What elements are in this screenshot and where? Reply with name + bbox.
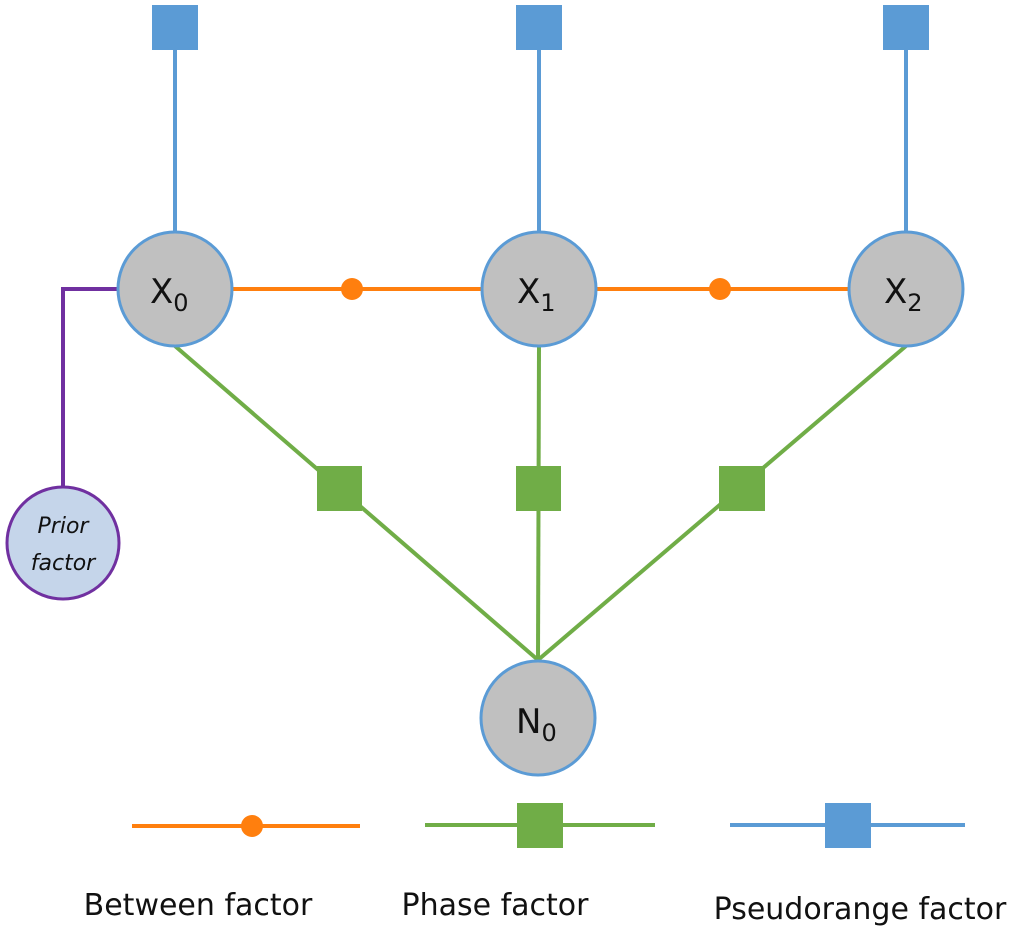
between-factor-x0-x1	[341, 278, 363, 300]
legend-item-pseudorange: Pseudorange factor	[714, 803, 1007, 927]
prior-factor-node	[5, 485, 121, 601]
pseudorange-factors	[152, 5, 929, 232]
node-circle	[847, 230, 965, 348]
pseudorange-factor-x1	[516, 5, 562, 50]
legend-item-between: Between factor	[84, 815, 360, 923]
node-label: X2	[884, 272, 923, 317]
phase-factor-x0	[317, 466, 362, 511]
prior-edge	[61, 287, 118, 486]
legend-marker-circle	[241, 815, 263, 837]
node-circle	[116, 230, 234, 348]
between-factor-x1-x2	[709, 278, 731, 300]
node-circle	[480, 230, 598, 348]
legend: Between factor Phase factor Pseudorange …	[84, 803, 1007, 927]
node-label: X0	[150, 272, 189, 317]
variable-node-x1: X1	[480, 230, 598, 348]
variable-node-x0: X0	[116, 230, 234, 348]
node-circle	[479, 659, 597, 777]
node-label: N0	[516, 702, 557, 747]
legend-label: Between factor	[84, 888, 313, 923]
legend-marker-square	[517, 803, 563, 848]
phase-factor-x2	[719, 466, 765, 511]
between-factors	[233, 278, 848, 300]
prior-label-line2: factor	[31, 551, 97, 576]
legend-label: Pseudorange factor	[714, 892, 1007, 927]
pseudorange-factor-x0	[152, 5, 198, 50]
phase-factor-x1	[516, 466, 561, 511]
ambiguity-node-n0: N0	[479, 659, 597, 777]
prior-factor: Prior factor	[5, 287, 121, 601]
legend-marker-square	[825, 803, 871, 848]
pseudorange-factor-x2	[883, 5, 929, 50]
variable-node-x2: X2	[847, 230, 965, 348]
phase-factors	[173, 344, 908, 662]
legend-label: Phase factor	[401, 888, 589, 923]
prior-label-line1: Prior	[38, 514, 91, 539]
node-label: X1	[517, 272, 556, 317]
legend-item-phase: Phase factor	[401, 803, 655, 923]
